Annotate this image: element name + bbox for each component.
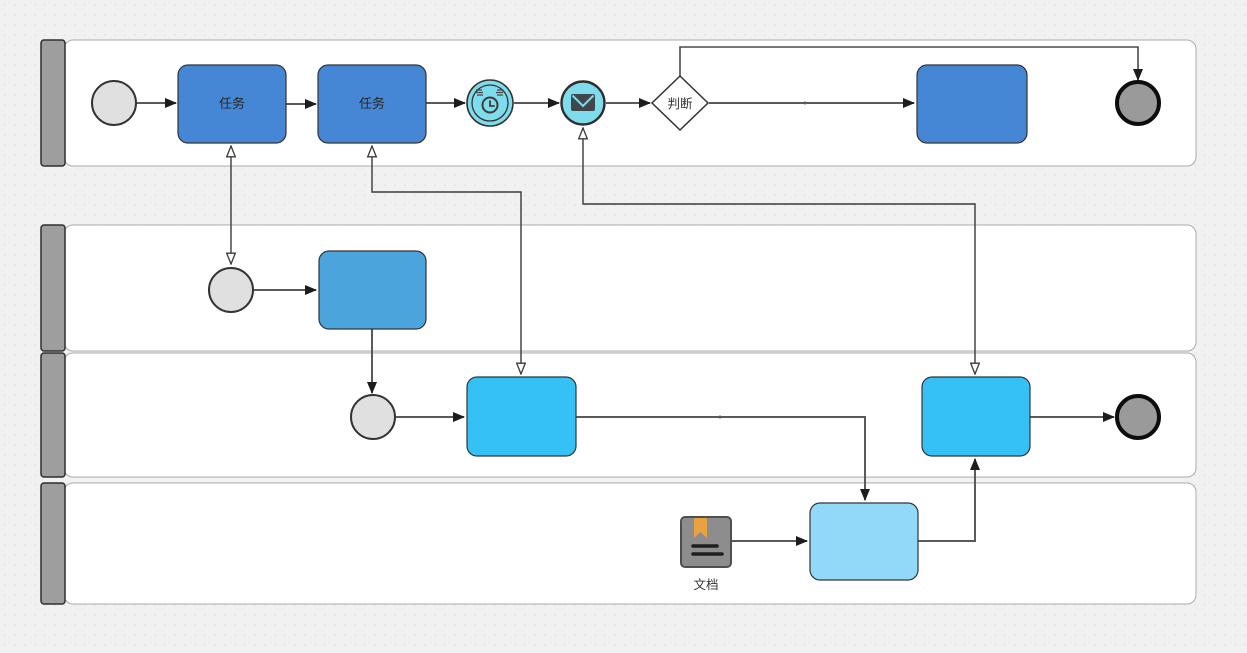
lane-3-header[interactable] (40, 352, 66, 478)
envelope-icon (571, 94, 595, 111)
connector-midpoint-dot (718, 415, 722, 419)
lane3-task-left[interactable] (466, 376, 577, 457)
lane3-task-right[interactable] (921, 376, 1031, 457)
end-event-2[interactable] (1115, 394, 1161, 440)
clock-icon (476, 89, 503, 114)
task-2-label: 任务 (359, 96, 385, 111)
task-2[interactable]: 任务 (317, 64, 427, 144)
connector-gateway-loop-to-end[interactable] (679, 46, 1143, 81)
document-node[interactable]: 文档 (680, 516, 732, 592)
connectors (136, 46, 1143, 546)
message-event[interactable] (560, 80, 606, 126)
lane4-task[interactable] (809, 502, 919, 581)
lane-4-body (63, 482, 1197, 605)
start-event-3[interactable] (350, 394, 396, 440)
end-event-1[interactable] (1115, 80, 1161, 126)
lane-2-header[interactable] (40, 224, 66, 352)
task-1[interactable]: 任务 (177, 64, 287, 144)
gateway-decision[interactable]: 判断 (650, 74, 710, 132)
gateway-label: 判断 (667, 96, 692, 111)
task-1-label: 任务 (219, 96, 245, 111)
lane-1-header[interactable] (40, 39, 66, 167)
document-label: 文档 (693, 577, 718, 592)
start-event-2[interactable] (208, 267, 254, 313)
timer-event[interactable] (466, 79, 514, 127)
connector-box3a-to-box4[interactable] (576, 416, 870, 501)
lane-4-header[interactable] (40, 482, 66, 605)
connector-message-box3b-link[interactable] (583, 128, 975, 374)
connector-box4-to-box3b[interactable] (918, 458, 980, 542)
bookmark-document-icon (680, 516, 732, 568)
connector-midpoint-dot (803, 101, 807, 105)
top-right-task[interactable] (916, 64, 1028, 144)
lane2-task[interactable] (318, 250, 427, 330)
connector-task2-box3a-link[interactable] (372, 146, 521, 374)
start-event-1[interactable] (91, 80, 137, 126)
